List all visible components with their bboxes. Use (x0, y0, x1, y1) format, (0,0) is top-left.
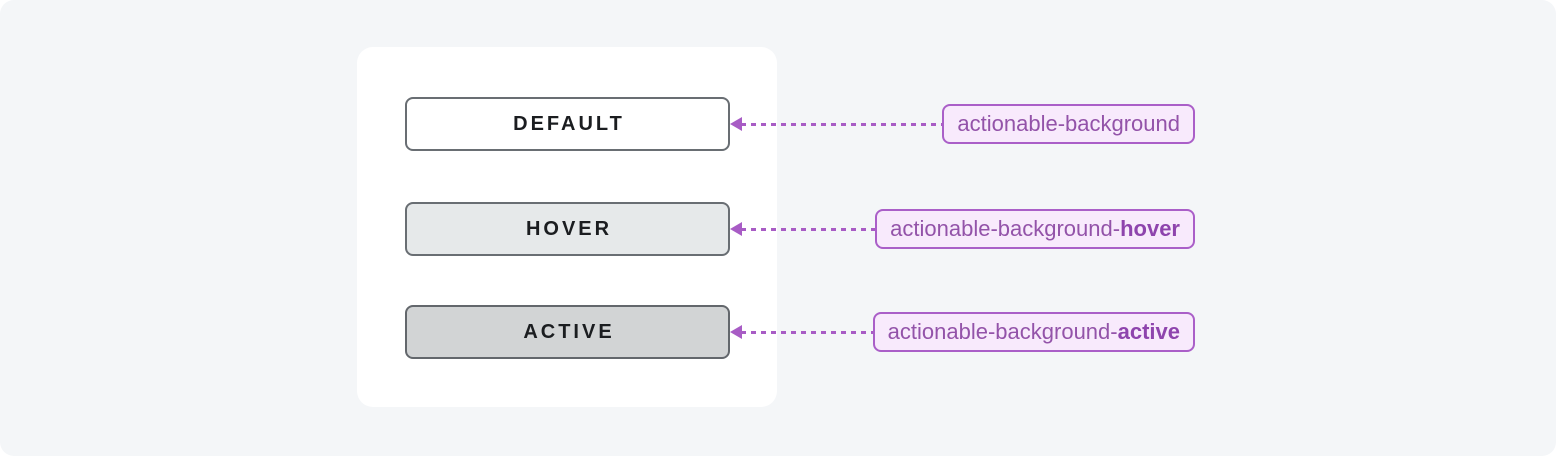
arrowhead-left-icon (730, 222, 742, 236)
state-row-hover: HOVER actionable-background-hover (405, 202, 1195, 256)
token-label-active: actionable-background-active (872, 312, 1195, 352)
token-text: actionable-background- (887, 319, 1118, 344)
dashed-line (741, 330, 873, 334)
token-text: actionable-background- (890, 216, 1121, 241)
dashed-line (741, 227, 876, 231)
default-state-button[interactable]: DEFAULT (405, 97, 730, 151)
token-label-default: actionable-background (942, 104, 1195, 144)
token-label-hover: actionable-background-hover (875, 209, 1195, 249)
arrowhead-left-icon (730, 117, 742, 131)
hover-state-button-label: HOVER (525, 217, 613, 240)
connector-arrow-active (730, 325, 873, 339)
active-state-button-label: ACTIVE (523, 320, 615, 343)
token-suffix-text: hover (1120, 216, 1180, 241)
state-row-default: DEFAULT actionable-background (405, 97, 1195, 151)
arrowhead-left-icon (730, 325, 742, 339)
token-text: actionable-background (957, 111, 1180, 136)
connector-arrow-hover (730, 222, 876, 236)
state-row-active: ACTIVE actionable-background-active (405, 305, 1195, 359)
dashed-line (741, 122, 943, 126)
active-state-button[interactable]: ACTIVE (405, 305, 730, 359)
hover-state-button[interactable]: HOVER (405, 202, 730, 256)
connector-arrow-default (730, 117, 943, 131)
default-state-button-label: DEFAULT (513, 112, 625, 135)
token-suffix-text: active (1117, 319, 1180, 344)
